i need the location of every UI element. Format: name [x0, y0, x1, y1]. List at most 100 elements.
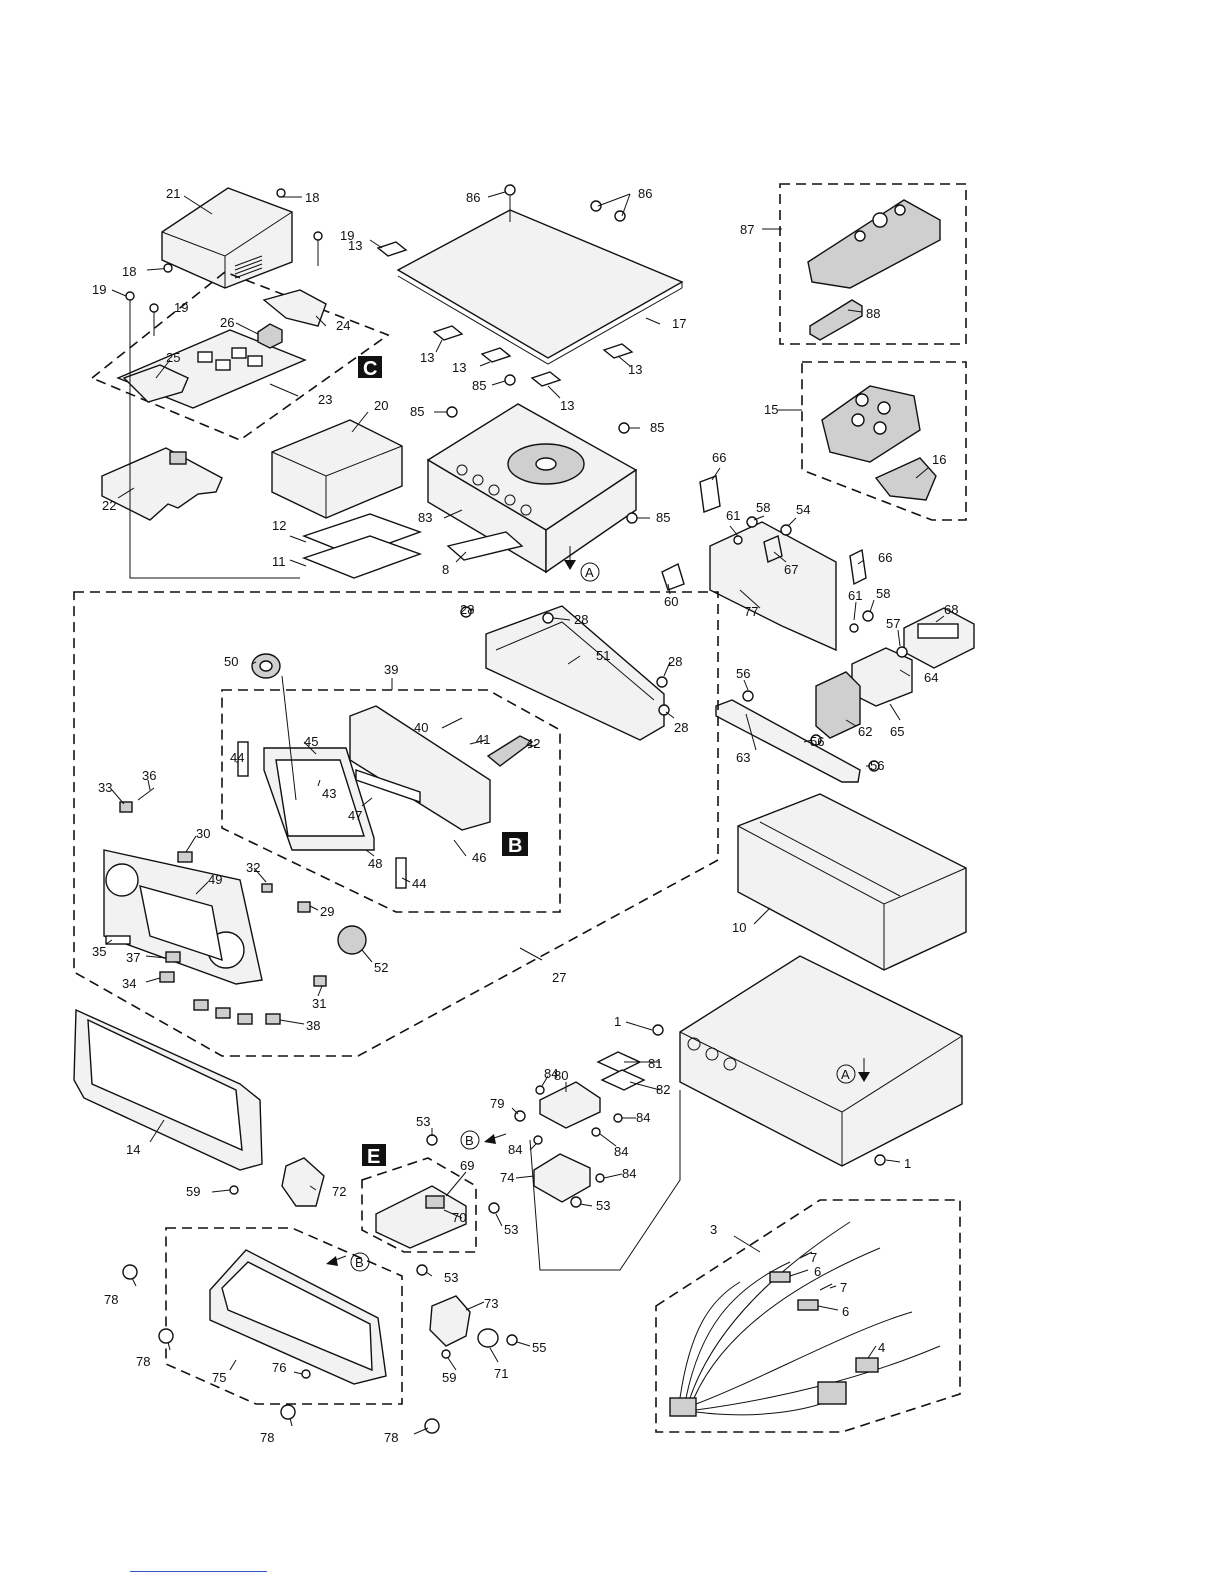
label-40: 40 [414, 720, 428, 735]
label-37: 37 [126, 950, 140, 965]
sheet-11 [301, 535, 423, 579]
label-23: 23 [318, 392, 332, 407]
ref-b-arrow-mid [460, 1130, 507, 1150]
connector-42 [486, 735, 534, 767]
clip-66-b [849, 548, 867, 586]
label-17: 17 [672, 316, 686, 331]
amplifier-box [161, 187, 293, 289]
label-65: 65 [890, 724, 904, 739]
label-1-b: 1 [904, 1156, 911, 1171]
screw-86-top [504, 184, 516, 222]
label-20: 20 [374, 398, 388, 413]
label-59-a: 59 [186, 1184, 200, 1199]
label-13-e: 13 [628, 362, 642, 377]
label-49: 49 [208, 872, 222, 887]
ref-a-letter-top: A [585, 565, 594, 580]
label-85-c: 85 [650, 420, 664, 435]
label-56-a: 56 [736, 666, 750, 681]
screw-57 [896, 646, 908, 658]
label-24: 24 [336, 318, 350, 333]
label-29: 29 [320, 904, 334, 919]
label-10: 10 [732, 920, 746, 935]
label-27: 27 [552, 970, 566, 985]
sub-panel-boundary [165, 1227, 403, 1405]
label-76: 76 [272, 1360, 286, 1375]
label-32: 32 [246, 860, 260, 875]
screw-19-b [149, 303, 159, 336]
label-60: 60 [664, 594, 678, 609]
rubber-47 [355, 769, 421, 803]
label-43: 43 [322, 786, 336, 801]
label-12: 12 [272, 518, 286, 533]
label-54: 54 [796, 502, 810, 517]
label-19-c: 19 [174, 300, 188, 315]
screws-58-54-61 [733, 516, 874, 633]
filter-box [817, 1381, 847, 1405]
label-30: 30 [196, 826, 210, 841]
part-60 [661, 563, 685, 591]
label-59-b: 59 [442, 1370, 456, 1385]
front-panel-49 [103, 849, 263, 985]
label-22: 22 [102, 498, 116, 513]
section-e-letter: E [367, 1146, 380, 1168]
screws-1 [652, 1024, 886, 1166]
label-53-c: 53 [504, 1222, 518, 1237]
label-66-a: 66 [712, 450, 726, 465]
label-13-b: 13 [420, 350, 434, 365]
bracket-24 [262, 289, 327, 327]
label-68: 68 [944, 602, 958, 617]
tape-13-group [376, 241, 634, 387]
label-88: 88 [866, 306, 880, 321]
label-78-d: 78 [384, 1430, 398, 1445]
section-c-letter: C [363, 358, 377, 380]
label-45: 45 [304, 734, 318, 749]
flex-cable-8 [446, 531, 524, 561]
label-86-a: 86 [466, 190, 480, 205]
label-74: 74 [500, 1170, 514, 1185]
bracket-25 [122, 364, 189, 403]
steering-remote-15 [821, 385, 921, 463]
ref-a-letter-chassis: A [841, 1067, 850, 1082]
label-83: 83 [418, 510, 432, 525]
label-13-c: 13 [452, 360, 466, 375]
label-21: 21 [166, 186, 180, 201]
label-80: 80 [554, 1068, 568, 1083]
label-64: 64 [924, 670, 938, 685]
bracket-51 [485, 605, 665, 741]
label-79: 79 [490, 1096, 504, 1111]
holder-4 [855, 1357, 879, 1373]
screw-19-a [125, 291, 135, 430]
cover-68 [903, 607, 975, 669]
harness-boundary [655, 1199, 961, 1433]
section-b-letter: B [508, 835, 522, 857]
sub-panel-75 [209, 1249, 387, 1385]
remote-control-87 [807, 199, 941, 289]
sleeve-10 [737, 793, 967, 971]
face-plate-14 [73, 1008, 263, 1171]
section-e-boundary [361, 1157, 477, 1253]
lcd-48 [263, 747, 375, 851]
label-51: 51 [596, 648, 610, 663]
part-71 [477, 1328, 499, 1348]
label-67: 67 [784, 562, 798, 577]
bracket-80 [539, 1081, 601, 1129]
top-cover-17 [396, 209, 684, 365]
label-42: 42 [526, 736, 540, 751]
label-7-a: 7 [810, 1250, 817, 1265]
label-35 [105, 935, 131, 945]
screws-86-right [590, 200, 626, 222]
label-28-c: 28 [668, 654, 682, 669]
main-chassis [679, 955, 963, 1167]
label-41: 41 [476, 732, 490, 747]
label-57: 57 [886, 616, 900, 631]
clip-66-a [699, 475, 721, 513]
label-52: 52 [374, 960, 388, 975]
label-46: 46 [472, 850, 486, 865]
connectors-6 [769, 1271, 819, 1311]
part-labels: 21 18 18 19 19 19 26 24 25 23 20 22 12 1… [92, 186, 958, 1445]
heatsink-22 [101, 447, 223, 521]
label-63: 63 [736, 750, 750, 765]
label-56-c: 56 [870, 758, 884, 773]
label-31: 31 [312, 996, 326, 1011]
